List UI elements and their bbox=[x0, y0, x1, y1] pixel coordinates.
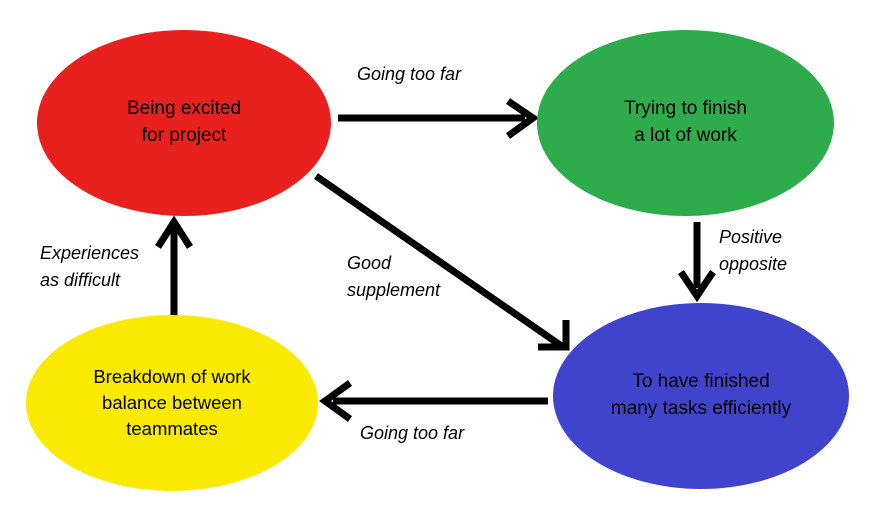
arrow-yellow-to-red bbox=[155, 215, 193, 320]
node-label-red: Being excited for project bbox=[126, 98, 242, 146]
node-label-yellow: Breakdown of work balance between teamma… bbox=[93, 365, 251, 440]
node-label-green: Trying to finish a lot of work bbox=[624, 98, 747, 146]
edge-label-blue-to-yellow: Going too far bbox=[360, 423, 465, 443]
arrow-green-to-blue bbox=[678, 222, 716, 303]
arrow-red-to-green bbox=[338, 98, 540, 139]
arrow-blue-to-yellow bbox=[319, 380, 548, 422]
node-trying-to-finish[interactable]: Trying to finish a lot of work bbox=[537, 30, 834, 216]
edge-label-red-to-blue: Good supplement bbox=[347, 253, 441, 300]
edge-label-red-to-green: Going too far bbox=[357, 64, 462, 84]
node-breakdown-of-work[interactable]: Breakdown of work balance between teamma… bbox=[26, 315, 318, 491]
node-being-excited[interactable]: Being excited for project bbox=[37, 30, 331, 216]
node-label-blue: To have finished many tasks efficiently bbox=[610, 371, 792, 419]
node-to-have-finished[interactable]: To have finished many tasks efficiently bbox=[553, 303, 849, 489]
edge-label-yellow-to-red: Experiences as difficult bbox=[40, 243, 140, 290]
edge-label-green-to-blue: Positive opposite bbox=[719, 227, 788, 274]
